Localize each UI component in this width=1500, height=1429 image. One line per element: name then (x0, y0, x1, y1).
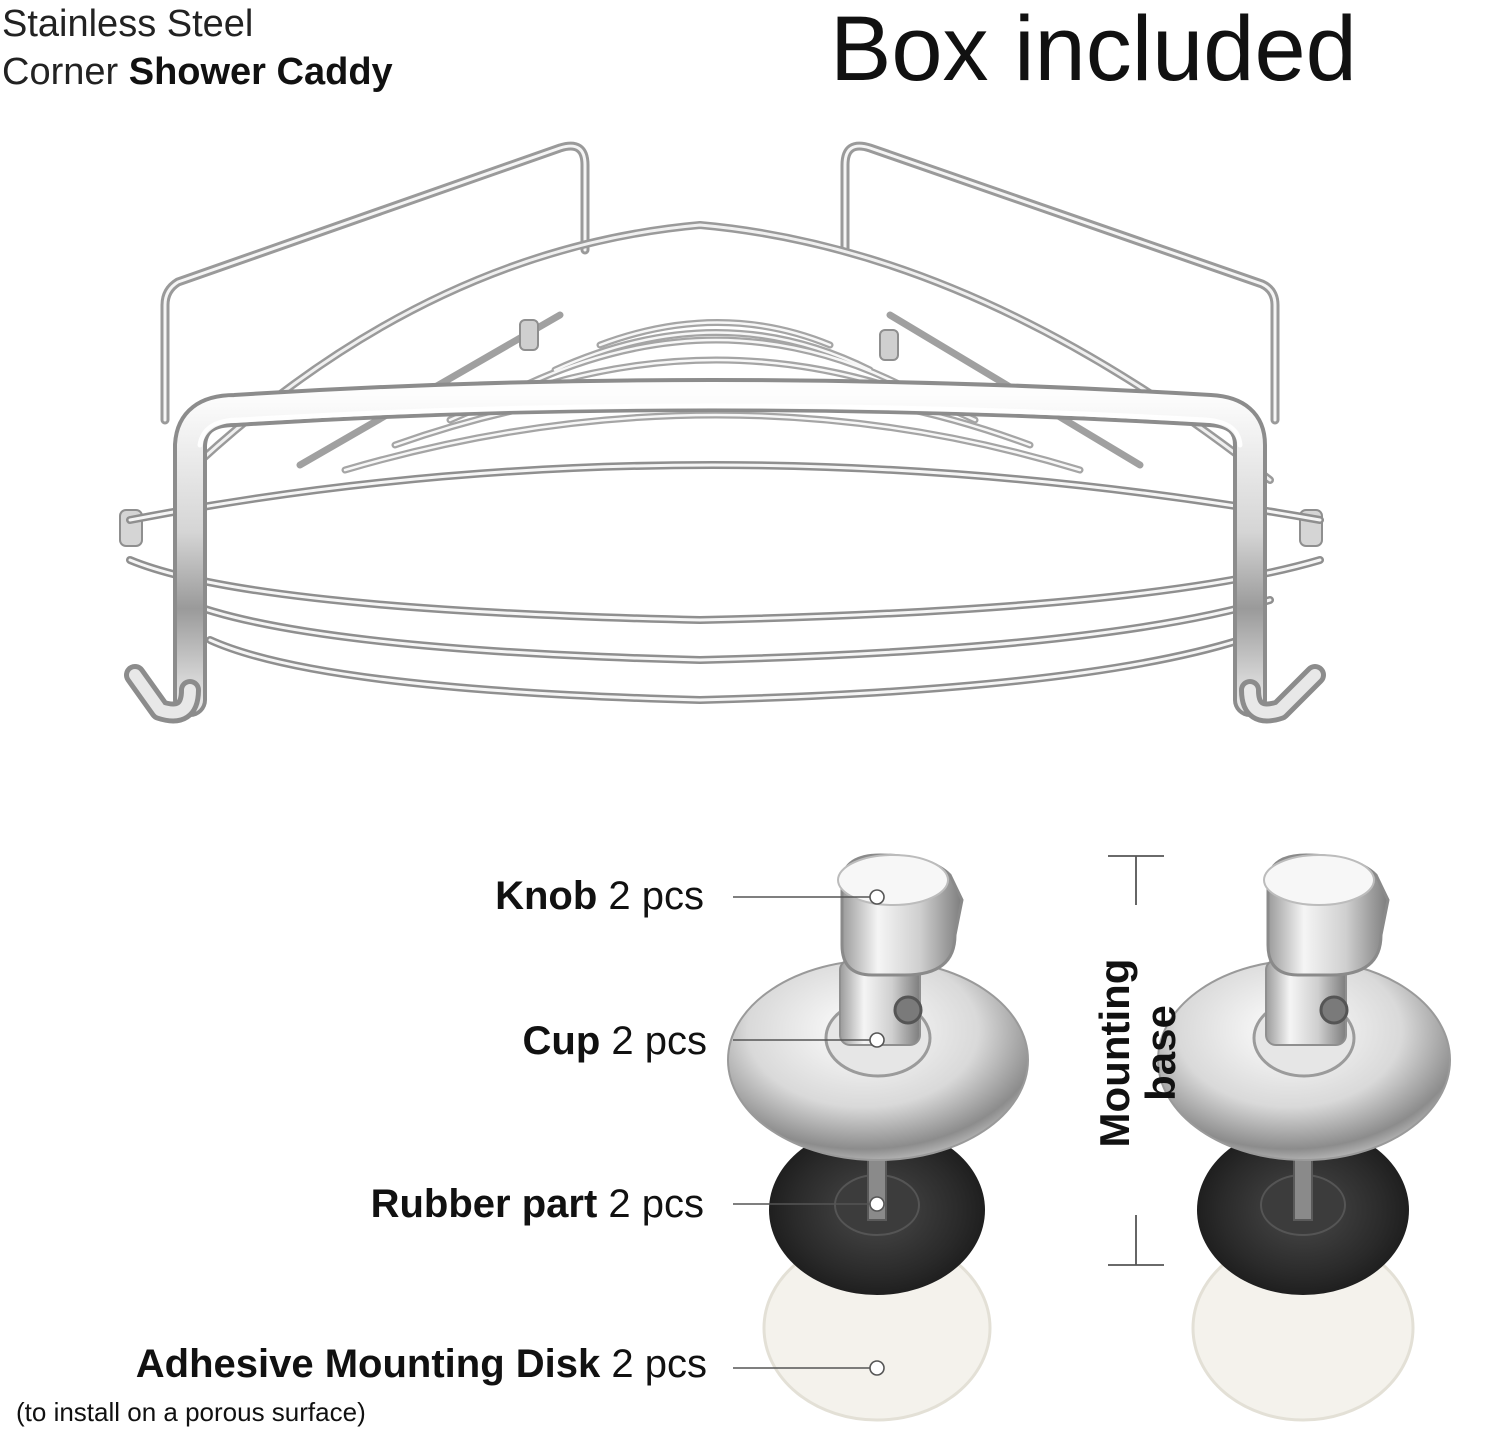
callout-dot-cup (869, 1032, 885, 1048)
mounting-base-label-line1: Mounting (1091, 958, 1138, 1148)
shower-caddy-illustration (119, 141, 1326, 724)
mounting-base-label: Mounting base (1091, 943, 1184, 1163)
part-name-knob: Knob (495, 874, 598, 918)
part-name-adhesive: Adhesive Mounting Disk (135, 1342, 601, 1386)
part-name-cup: Cup (522, 1019, 601, 1063)
mounting-base-bracket (1108, 855, 1164, 1266)
mounting-base-left (727, 853, 1029, 1422)
product-title-corner: Corner (2, 51, 119, 93)
part-label-cup: Cup 2 pcs (523, 1017, 708, 1065)
callout-dot-rubber (869, 1196, 885, 1212)
part-qty-rubber: 2 pcs (608, 1182, 704, 1226)
part-qty-knob: 2 pcs (608, 874, 704, 918)
mounting-base-label-line2: base (1137, 1005, 1184, 1101)
callout-dot-adhesive (869, 1360, 885, 1376)
product-title-bold: Shower Caddy (128, 51, 393, 93)
part-label-knob: Knob 2 pcs (495, 872, 704, 920)
mounting-base-right (1157, 853, 1451, 1422)
part-name-rubber: Rubber part (370, 1182, 598, 1226)
callout-dot-knob (869, 889, 885, 905)
product-title-line1: Stainless Steel (2, 3, 254, 45)
part-qty-adhesive: 2 pcs (611, 1342, 707, 1386)
part-label-adhesive: Adhesive Mounting Disk 2 pcs (136, 1340, 707, 1388)
product-title: Stainless Steel Corner Shower Caddy (2, 0, 393, 96)
box-included-heading: Box included (830, 0, 1357, 100)
adhesive-note: (to install on a porous surface) (16, 1397, 366, 1427)
part-qty-cup: 2 pcs (611, 1019, 707, 1063)
product-title-line2: Corner Shower Caddy (2, 48, 393, 96)
part-label-rubber: Rubber part 2 pcs (371, 1180, 704, 1228)
